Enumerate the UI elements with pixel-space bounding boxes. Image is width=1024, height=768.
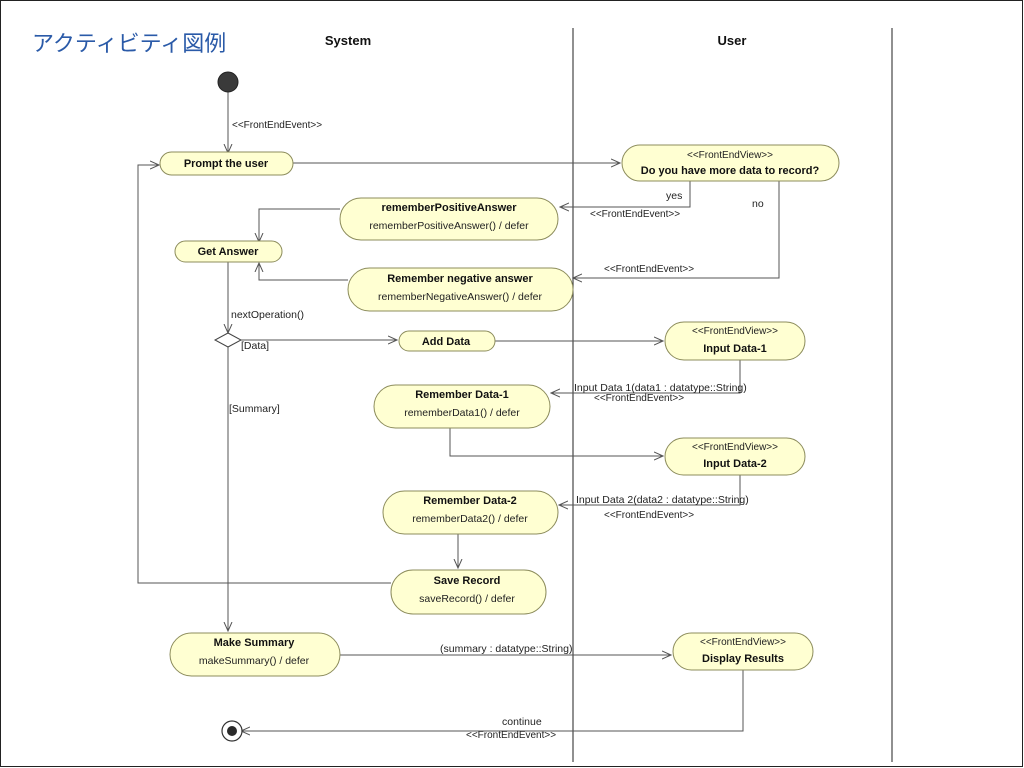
view-display-results-shape [672, 632, 814, 671]
activity-remember-data-2: Remember Data-2 rememberData2() / defer [382, 490, 559, 535]
activity-save-record: Save Record saveRecord() / defer [390, 569, 547, 615]
edge-rd1-input2 [449, 428, 663, 456]
view-input-data-2: <<FrontEndView>> Input Data-2 [664, 437, 806, 476]
activity-add-data-title: Add Data [422, 336, 471, 348]
slide-title: アクティビティ図例 [32, 32, 226, 57]
edge-label-input2-event: <<FrontEndEvent>> [604, 510, 694, 521]
view-input-data-2-title: Input Data-2 [703, 458, 767, 470]
activity-prompt-user-shape [159, 151, 294, 176]
edge-label-summary-guard: [Summary] [229, 403, 280, 415]
edge-label-input1-event: <<FrontEndEvent>> [594, 393, 684, 404]
edge-label-no-event: <<FrontEndEvent>> [604, 264, 694, 275]
activity-save-record-title: Save Record [434, 575, 501, 587]
activity-remember-data-1-sub: rememberData1() / defer [404, 407, 520, 419]
view-input-data-1-stereotype: <<FrontEndView>> [692, 326, 778, 337]
edge-label-input2-flow: Input Data 2(data2 : datatype::String) [576, 494, 749, 506]
edge-label-data-guard: [Data] [241, 340, 269, 352]
edge-label-start-event: <<FrontEndEvent>> [232, 120, 322, 131]
activity-remember-positive-title: rememberPositiveAnswer [381, 202, 517, 214]
edge-label-continue-event: <<FrontEndEvent>> [466, 730, 556, 741]
edge-label-next-op: nextOperation() [231, 309, 304, 321]
edge-display-end [241, 670, 744, 731]
activity-make-summary-shape [169, 632, 341, 677]
activity-remember-data-2-sub: rememberData2() / defer [412, 513, 528, 525]
activity-make-summary-title: Make Summary [214, 637, 296, 649]
edge-ask-rpa [560, 181, 691, 207]
activity-remember-negative-shape [347, 267, 574, 312]
view-ask-more-data: <<FrontEndView>> Do you have more data t… [621, 144, 840, 182]
activity-remember-data-1: Remember Data-1 rememberData1() / defer [373, 384, 551, 429]
view-ask-more-data-shape [621, 144, 840, 182]
activity-prompt-user: Prompt the user [159, 151, 294, 176]
view-display-results: <<FrontEndView>> Display Results [672, 632, 814, 671]
view-ask-more-data-title: Do you have more data to record? [641, 165, 820, 177]
decision-node [213, 332, 243, 348]
view-display-results-stereotype: <<FrontEndView>> [700, 637, 786, 648]
view-input-data-1-title: Input Data-1 [703, 343, 767, 355]
activity-remember-data-1-shape [373, 384, 551, 429]
edge-label-yes-event: <<FrontEndEvent>> [590, 209, 680, 220]
activity-save-record-sub: saveRecord() / defer [419, 593, 515, 605]
view-ask-more-data-stereotype: <<FrontEndView>> [687, 150, 773, 161]
activity-remember-negative: Remember negative answer rememberNegativ… [347, 267, 574, 312]
edge-input2-rd2 [559, 475, 741, 505]
activity-remember-negative-sub: rememberNegativeAnswer() / defer [378, 291, 542, 303]
activity-prompt-user-title: Prompt the user [184, 158, 269, 170]
edge-save-prompt [137, 165, 391, 584]
view-input-data-2-stereotype: <<FrontEndView>> [692, 442, 778, 453]
edge-ask-rna [573, 181, 780, 278]
final-node-core [227, 726, 237, 736]
activity-make-summary-sub: makeSummary() / defer [199, 655, 310, 667]
activity-remember-positive-sub: rememberPositiveAnswer() / defer [369, 220, 529, 232]
activity-remember-positive: rememberPositiveAnswer rememberPositiveA… [339, 197, 559, 241]
activity-add-data-shape [398, 330, 496, 352]
view-display-results-title: Display Results [702, 653, 784, 665]
view-input-data-1: <<FrontEndView>> Input Data-1 [664, 321, 806, 361]
edge-label-yes: yes [666, 190, 682, 202]
edge-label-input1-flow: Input Data 1(data1 : datatype::String) [574, 382, 747, 394]
view-input-data-2-shape [664, 437, 806, 476]
edge-label-summary-flow: (summary : datatype::String) [440, 643, 572, 655]
activity-remember-data-1-title: Remember Data-1 [415, 389, 509, 401]
edge-rna-getanswer [259, 263, 348, 281]
edge-input1-rd1 [551, 360, 741, 393]
lane-header-user: User [718, 33, 747, 48]
activity-remember-positive-shape [339, 197, 559, 241]
activity-remember-negative-title: Remember negative answer [387, 273, 533, 285]
activity-get-answer-shape [174, 240, 283, 263]
initial-node [217, 71, 239, 93]
activity-get-answer: Get Answer [174, 240, 283, 263]
activity-remember-data-2-shape [382, 490, 559, 535]
edge-rpa-getanswer [259, 208, 340, 242]
activity-get-answer-title: Get Answer [198, 246, 259, 258]
edge-label-continue: continue [502, 716, 542, 728]
edge-label-no: no [752, 198, 764, 210]
view-input-data-1-shape [664, 321, 806, 361]
activity-make-summary: Make Summary makeSummary() / defer [169, 632, 341, 677]
activity-add-data: Add Data [398, 330, 496, 352]
lane-header-system: System [325, 33, 371, 48]
activity-save-record-shape [390, 569, 547, 615]
activity-remember-data-2-title: Remember Data-2 [423, 495, 517, 507]
